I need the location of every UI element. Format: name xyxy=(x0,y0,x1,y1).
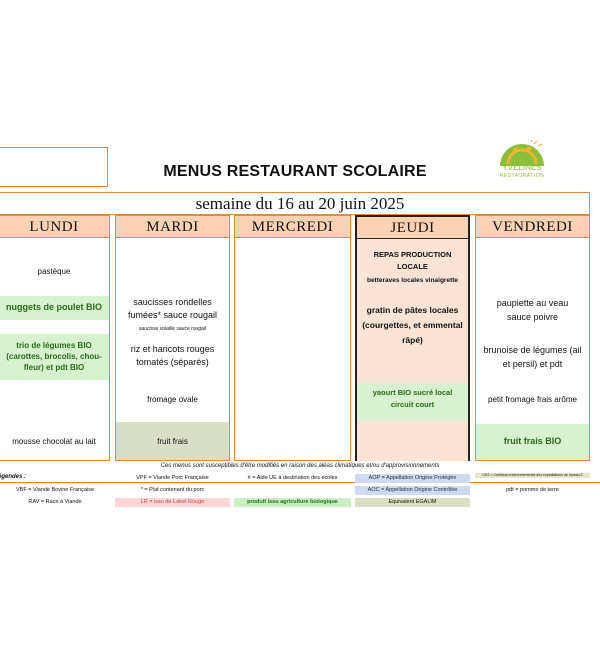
menu-item-dairy: yaourt BIO sucré local circuit court xyxy=(372,388,453,409)
legend-label-rouge: LR = issu de Label Rouge xyxy=(115,498,230,507)
day-header-vendredi: VENDREDI xyxy=(476,216,589,238)
menu-item-main: paupiette au veau sauce poivre xyxy=(496,298,569,322)
legend-vpf: VPF = Viande Porc Française xyxy=(136,475,209,481)
legend-ce2: CE2 = Certificat environnemental des exp… xyxy=(475,473,590,478)
sun-leaf-icon xyxy=(500,139,544,166)
menu-item-main: gratin de pâtes locales (courgettes, et … xyxy=(362,305,463,345)
bio-highlight xyxy=(476,424,589,460)
day-header-mardi: MARDI xyxy=(116,216,229,238)
bio-highlight xyxy=(0,334,109,380)
day-column-mercredi: MERCREDI xyxy=(234,215,351,461)
legend-vbf: VBF = Viande Bovine Française xyxy=(15,487,94,493)
page-title: MENUS RESTAURANT SCOLAIRE xyxy=(163,163,427,180)
local-highlight xyxy=(116,422,229,460)
menu-item-main-note: saucisse volaille sauce rougail xyxy=(138,326,207,332)
day-header-lundi: LUNDI xyxy=(0,216,109,238)
day-column-lundi: LUNDI pastèque nuggets de poulet BIO tri… xyxy=(0,215,110,461)
empty-cell xyxy=(357,421,468,461)
day-header-mercredi: MERCREDI xyxy=(235,216,350,238)
menu-item-side: riz et haricots rouges tomatés (séparés) xyxy=(130,344,215,367)
legend-bio: produit issu agriculture biologique xyxy=(234,498,351,507)
day-column-vendredi: VENDREDI paupiette au veau sauce poivre … xyxy=(475,215,590,461)
legend-title: égendes : xyxy=(0,474,27,480)
local-meal-banner: REPAS PRODUCTION LOCALE xyxy=(373,250,452,271)
menu-item-side: brunoise de légumes (ail et persil) et p… xyxy=(483,345,582,369)
day-column-mardi: MARDI saucisses rondelles fumées* sauce … xyxy=(115,215,230,461)
day-header-jeudi: JEUDI xyxy=(357,217,468,239)
menu-item-main: nuggets de poulet BIO xyxy=(6,302,102,312)
legend-pdt: pdt = pomme de terre xyxy=(506,487,559,493)
week-bar xyxy=(0,192,590,215)
menu-item-starter: pastèque xyxy=(37,267,71,276)
menu-item-starter: betteraves locales vinaigrette xyxy=(366,277,459,284)
menu-item-dairy: fromage ovale xyxy=(147,395,198,404)
menu-item-dessert: fruit frais BIO xyxy=(503,436,562,446)
legend-aoc: AOC = Appellation Origine Contrôlée xyxy=(355,486,470,495)
legend-rav: RAV = Race à Viande xyxy=(28,499,82,505)
legend-divider xyxy=(0,482,600,483)
menu-item-dessert: fruit frais xyxy=(157,437,188,446)
menu-item-side: trio de légumes BIO (carottes, brocolis,… xyxy=(6,341,102,372)
day-column-jeudi: JEUDI REPAS PRODUCTION LOCALE betteraves… xyxy=(355,215,470,461)
menu-item-main: saucisses rondelles fumées* sauce rougai… xyxy=(127,297,218,320)
menu-item-dairy: petit fromage frais arôme xyxy=(488,395,577,404)
bio-highlight xyxy=(0,296,109,320)
logo-subtext: RESTAURATION xyxy=(499,173,545,179)
bio-highlight xyxy=(357,383,468,421)
legend-aide-ue: # = Aide UE à destination des écoles xyxy=(247,475,338,481)
legend-egalim: Equivalent EGALIM xyxy=(355,498,470,507)
legend-aop: AOP = Appellation Origine Protégée xyxy=(355,474,470,483)
week-label: semaine du 16 au 20 juin 2025 xyxy=(195,194,405,213)
yvelines-logo: YVELINES RESTAURATION xyxy=(490,139,554,188)
logo-text: YVELINES xyxy=(502,163,542,172)
school-name-box xyxy=(0,147,108,187)
menu-item-dessert: mousse chocolat au lait xyxy=(12,437,96,446)
legend-porc: * = Plat contenant du porc xyxy=(140,487,205,493)
disclaimer: Ces menus sont susceptibles d'être modif… xyxy=(160,463,440,469)
